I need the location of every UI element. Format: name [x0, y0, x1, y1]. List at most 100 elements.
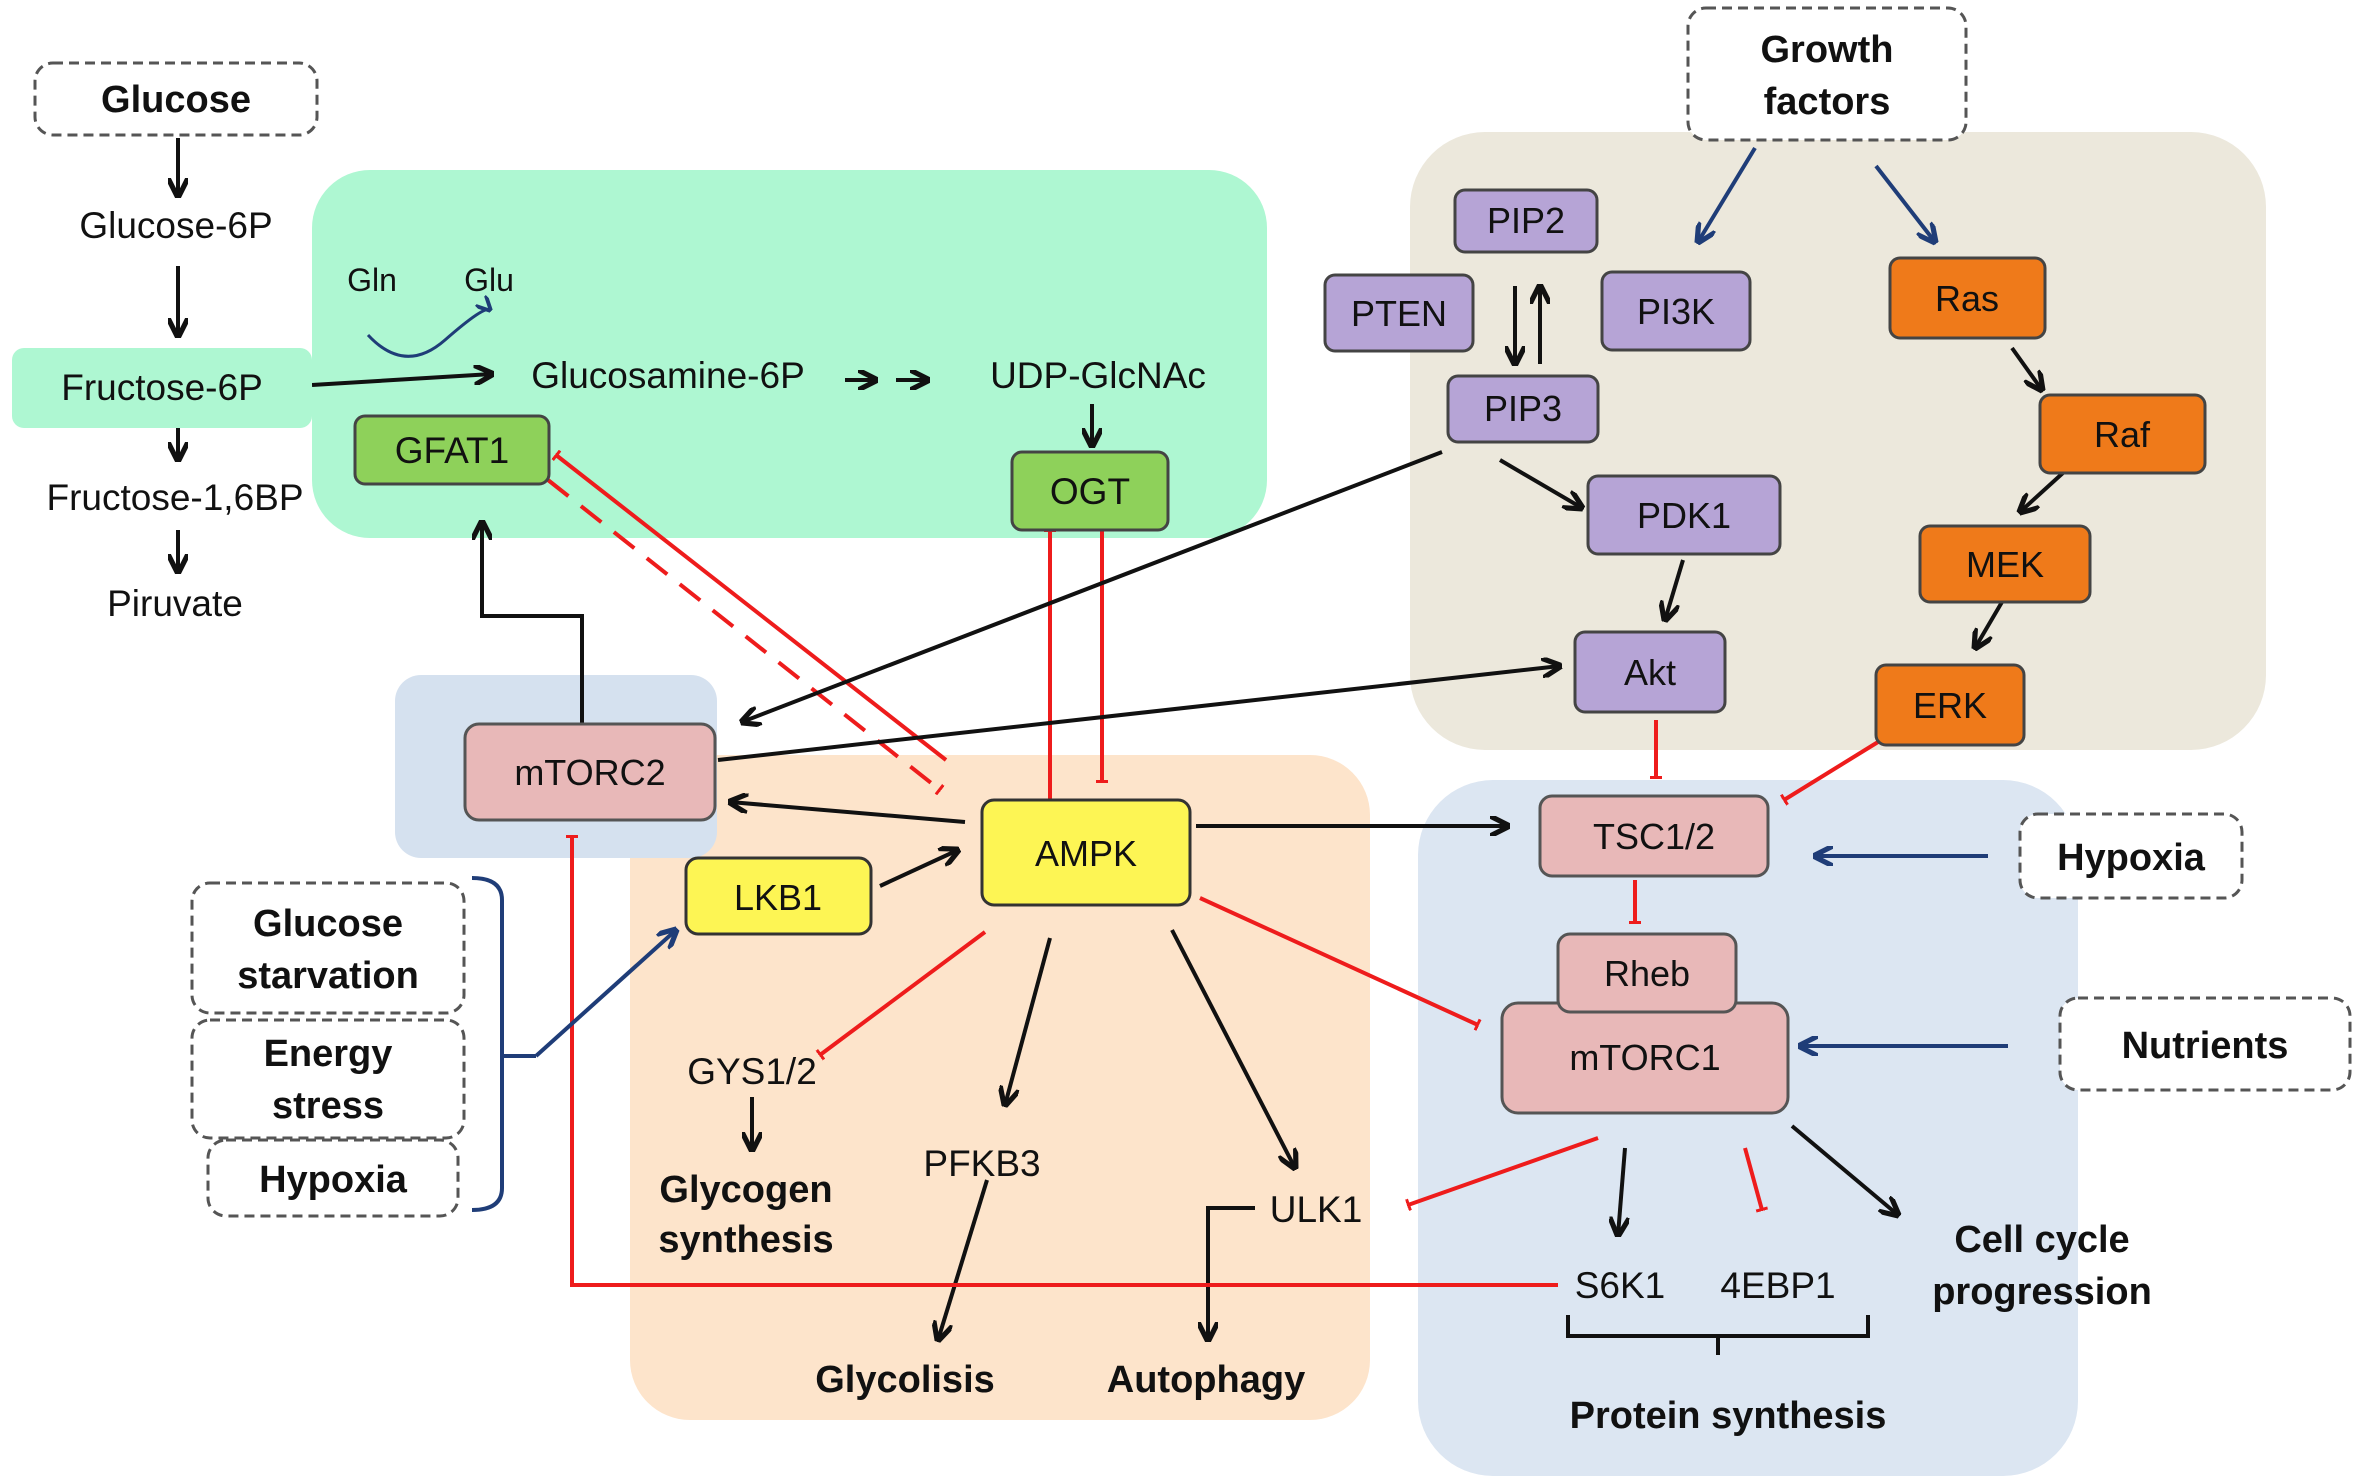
erk-node — [1874, 663, 2026, 747]
hypoxia-right-label: Hypoxia — [2057, 837, 2206, 879]
glu-label: Glu — [464, 262, 514, 298]
metabolite-labels: Glucose-6P Fructose-6P Fructose-1,6BP Pi… — [12, 205, 1206, 624]
energy-stress-box — [190, 1018, 466, 1140]
pdk1-node — [1586, 474, 1782, 556]
inhibit-mtorc1-to-ulk1 — [1408, 1136, 1599, 1205]
ogt-label: OGT — [1050, 471, 1130, 512]
cell-cycle-label-line2: progression — [1932, 1271, 2152, 1313]
glycogen-label-line1: Glycogen — [659, 1169, 832, 1211]
autophagy-label: Autophagy — [1107, 1359, 1305, 1401]
raf-label: Raf — [2094, 414, 2151, 455]
growth-factors-label-line1: Growth — [1761, 29, 1894, 71]
gln-label: Gln — [347, 262, 397, 298]
ras-node — [1888, 256, 2047, 340]
nutrients-label: Nutrients — [2122, 1025, 2289, 1067]
gfat1-label: GFAT1 — [395, 430, 509, 471]
glucose6p-label: Glucose-6P — [79, 205, 272, 246]
fructose16bp-label: Fructose-1,6BP — [46, 477, 303, 518]
hypoxia-left-box — [206, 1138, 460, 1218]
arrow-lkb1-to-ampk — [879, 850, 958, 888]
pdk1-label: PDK1 — [1637, 495, 1731, 536]
erk-label: ERK — [1913, 685, 1987, 726]
arrow-mtorc2-to-gfat1 — [482, 522, 584, 725]
pfkb3-label: PFKB3 — [923, 1143, 1040, 1184]
fructose6p-highlight — [12, 348, 312, 428]
s6k1-label: S6K1 — [1575, 1265, 1666, 1306]
outputs: GYS1/2 Glycogen synthesis PFKB3 Glycolis… — [658, 1051, 2151, 1437]
ras-label: Ras — [1935, 278, 1999, 319]
inhibit-s6k1-to-mtorc2 — [572, 836, 1560, 1287]
arrow-ulk1-to-autophagy — [1208, 1206, 1255, 1340]
growth-factors-box — [1686, 6, 1968, 142]
rheb-node — [1556, 932, 1738, 1014]
arrow-growth-to-ras — [1874, 164, 1935, 242]
stress-bracket — [471, 876, 536, 1212]
akt-node — [1573, 630, 1727, 714]
arrow-stress-to-lkb1 — [534, 930, 676, 1058]
ulk1-label: ULK1 — [1270, 1189, 1363, 1230]
mtorc2-node — [463, 722, 717, 822]
arrow-growth-to-pi3k — [1698, 146, 1757, 242]
tsc12-label: TSC1/2 — [1593, 816, 1715, 857]
energy-stress-label-line1: Energy — [264, 1033, 393, 1075]
arrow-mek-to-erk — [1975, 600, 2004, 648]
nutrients-box — [2058, 996, 2352, 1092]
arrow-mtorc1-to-cellcycle — [1790, 1124, 1898, 1215]
mtorc1-label: mTORC1 — [1569, 1037, 1720, 1078]
inhibit-ampk-to-mtorc1 — [1199, 896, 1478, 1025]
gfat1-node — [353, 414, 551, 486]
ogt-node — [1010, 450, 1170, 532]
fructose6p-label: Fructose-6P — [61, 367, 263, 408]
arrow-gln-to-glu — [366, 309, 490, 358]
glycolisis-label: Glycolisis — [815, 1359, 995, 1401]
hypoxia-right-box — [2018, 812, 2244, 900]
pi3k-node — [1600, 270, 1752, 352]
pi3k-label: PI3K — [1637, 291, 1715, 332]
rheb-label: Rheb — [1604, 953, 1690, 994]
glycogen-label-line2: synthesis — [658, 1219, 833, 1261]
udp-glcnac-label: UDP-GlcNAc — [990, 355, 1206, 396]
arrow-pfkb3-to-glycolisis — [938, 1179, 989, 1340]
inhibit-mtorc1-to-4ebp1 — [1743, 1147, 1762, 1210]
glucosamine6p-label: Glucosamine-6P — [531, 355, 805, 396]
raf-node — [2038, 393, 2207, 475]
glucose-box — [33, 61, 319, 137]
protein-nodes: GFAT1 OGT PIP2 PTEN PI3K PIP3 PDK1 Akt R… — [353, 188, 2207, 1115]
inhibit-ampk-to-gfat1 — [556, 455, 948, 762]
pip2-node — [1453, 188, 1599, 254]
arrow-raf-to-mek — [2020, 470, 2066, 512]
arrow-mtorc1-to-s6k1 — [1618, 1147, 1625, 1235]
arrow-ras-to-raf — [2010, 346, 2042, 390]
pten-label: PTEN — [1351, 293, 1447, 334]
energy-stress-label-line2: stress — [272, 1085, 384, 1127]
akt-label: Akt — [1624, 652, 1676, 693]
gys12-label: GYS1/2 — [687, 1051, 817, 1092]
glucose-starvation-box — [190, 881, 466, 1015]
arrow-ampk-to-pfkb3 — [1005, 937, 1052, 1105]
glucose-starvation-label-line2: starvation — [237, 955, 419, 997]
lkb1-label: LKB1 — [734, 877, 822, 918]
pip3-node — [1446, 374, 1600, 444]
arrow-pdk1-to-akt — [1665, 559, 1685, 620]
glucose-label: Glucose — [101, 79, 251, 121]
lkb1-node — [684, 856, 873, 936]
pip3-label: PIP3 — [1484, 388, 1562, 429]
arrow-f6p-to-glucosamine6p — [311, 374, 492, 387]
mtorc1-region — [1418, 780, 2078, 1476]
s6k1-label-bg — [1558, 1258, 1684, 1306]
hexosamine-region — [312, 170, 1267, 538]
arrow-pip3-to-pdk1 — [1498, 458, 1582, 508]
ampk-node — [980, 798, 1192, 907]
protein-synthesis-label: Protein synthesis — [1570, 1395, 1887, 1437]
inhibit-erk-to-tsc — [1784, 740, 1880, 800]
tsc12-node — [1538, 794, 1770, 878]
mek-label: MEK — [1966, 544, 2044, 585]
mtorc2-label: mTORC2 — [514, 752, 665, 793]
protein-synthesis-brace — [1566, 1315, 1870, 1355]
piruvate-label: Piruvate — [107, 583, 243, 624]
stimuli: Glucose Growth factors Hypoxia Nutrients… — [33, 6, 2352, 1218]
pten-node — [1323, 273, 1475, 353]
mek-node — [1918, 524, 2092, 604]
arrow-ampk-to-ulk1 — [1170, 929, 1295, 1168]
